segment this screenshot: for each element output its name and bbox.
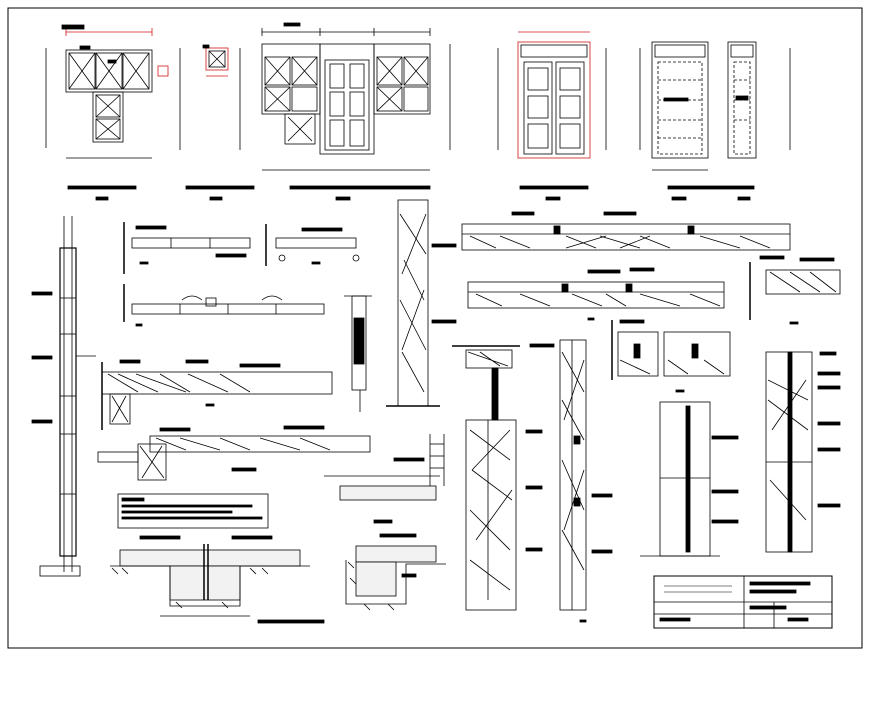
wall-corner-section	[749, 255, 841, 325]
window-elevation-2	[185, 44, 255, 201]
transom-detail-section	[97, 425, 371, 481]
window-elevation-1	[45, 24, 181, 201]
sill-detail-small	[611, 319, 731, 393]
narrow-door-elevation	[727, 41, 791, 201]
door-with-sidelights-elevation	[239, 22, 451, 201]
step-detail	[324, 434, 445, 524]
door-frame-section-1	[640, 401, 739, 557]
vertical-jamb-section	[344, 199, 457, 412]
glazed-door-elevation	[639, 41, 755, 201]
double-door-elevation	[497, 31, 607, 201]
tall-window-section	[31, 216, 96, 577]
horizontal-section-b	[123, 284, 325, 327]
door-head-section-2	[467, 267, 725, 321]
door-frame-section-2	[765, 351, 841, 553]
sheet-border	[7, 7, 863, 649]
horizontal-section-a	[123, 222, 360, 274]
foundation-detail-b	[345, 533, 446, 611]
door-jamb-section-2	[559, 339, 613, 623]
sill-detail-section	[101, 359, 333, 430]
door-head-section-1	[461, 211, 791, 251]
title-block	[653, 575, 833, 629]
foundation-detail-a	[110, 535, 325, 624]
door-jamb-section-1	[452, 343, 555, 611]
notes-block	[117, 493, 269, 529]
